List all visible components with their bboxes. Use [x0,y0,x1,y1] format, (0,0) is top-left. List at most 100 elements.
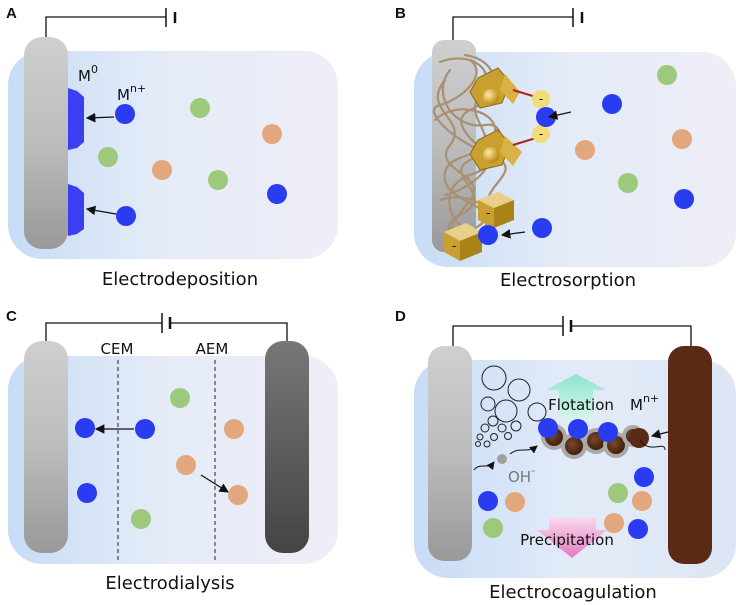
binding-bond [512,137,537,146]
metal-ion-blue [628,519,648,539]
panel-c-wire-right [170,322,288,343]
panel-c-cathode [24,341,68,553]
panel-c-cell [8,356,338,564]
ion-green [208,170,228,190]
panel-c-caption: Electrodialysis [105,573,234,594]
precipitation-label: Precipitation [520,531,614,549]
migration-arrow [85,112,115,123]
metal-ion-blue [538,418,558,438]
ion-orange [604,513,624,533]
metal-ion-blue [116,206,136,226]
squiggle-arrow [509,445,538,455]
panel-d-wire-right [571,325,692,346]
metal-ion-blue [75,418,95,438]
adsorbent-block [469,67,511,109]
migration-arrow [547,110,572,120]
adsorbent-cube: - [478,192,514,228]
metal-label: M0 [78,63,98,85]
panel-d-cathode [428,346,472,561]
adsorbed-ion-blue [478,225,498,245]
metal-ion-blue [568,419,588,439]
panel-a: A M0 Mn+ Electrodeposition [6,5,338,290]
panel-b-wire [452,16,573,40]
metal-ion-blue [267,184,287,204]
panel-c: C CEM AEM Electrodialysis [6,308,338,594]
migration-arrow [500,229,526,239]
panel-b: B - - [395,5,736,291]
panel-c-letter: C [6,308,17,325]
migration-arrow [200,474,230,493]
ion-green [170,388,190,408]
ion-label: Mn+ [117,82,146,104]
panel-d-sacrificial-anode [668,346,712,564]
metal-ion-blue [135,419,155,439]
adsorbent-block [500,136,522,166]
ion-green [190,98,210,118]
ion-green [98,147,118,167]
panel-a-caption: Electrodeposition [102,269,258,290]
squiggle-arrow [473,461,495,471]
ion-orange [672,129,692,149]
precipitation-arrow [537,518,607,558]
panel-b-letter: B [395,5,406,22]
charged-site [532,90,550,108]
ion-label: Mn+ [630,392,659,414]
panel-a-wire [45,16,166,40]
migration-arrow [85,205,117,216]
adsorbed-ion-blue [536,107,556,127]
metal-ion-blue [77,483,97,503]
adsorbent-site [483,89,499,105]
panel-a-letter: A [6,5,17,22]
ion-orange [224,419,244,439]
ion-orange [176,455,196,475]
panel-d: D Flotation [395,308,736,603]
hydroxide-ion [497,454,507,464]
adsorbent-block [500,74,520,104]
ion-orange [152,160,172,180]
metal-ion-blue [674,189,694,209]
cem-label: CEM [101,340,134,358]
panel-c-wire-left [45,322,162,343]
ion-orange [262,124,282,144]
dissolved-metal-ion [629,428,649,448]
ion-green [618,173,638,193]
panel-c-anode [265,341,309,553]
svg-text:-: - [486,206,490,220]
ion-green [131,509,151,529]
ion-green [657,65,677,85]
adsorbent-site [483,147,499,163]
ion-green [608,483,628,503]
panel-d-letter: D [395,308,406,325]
svg-text:-: - [452,239,456,253]
ion-orange [228,485,248,505]
flotation-arrow [546,374,606,420]
ion-orange [505,492,525,512]
metal-ion-blue [532,218,552,238]
aem-label: AEM [196,340,229,358]
charged-site-label: - [539,127,543,141]
gas-bubbles [475,365,547,448]
adsorbent-cube: - [444,223,482,261]
panel-b-caption: Electrosorption [500,270,636,291]
release-arrow [650,429,669,439]
ion-green [483,518,503,538]
panel-d-wire-left [452,325,563,346]
flotation-label: Flotation [548,396,614,414]
binding-bond [512,89,537,98]
metal-ion-blue [598,422,618,442]
ion-orange [575,140,595,160]
squiggle-arrow [639,439,666,451]
hydroxide-label: OH- [508,464,535,486]
panel-d-caption: Electrocoagulation [489,582,657,603]
charged-site [532,125,550,143]
metal-ion-blue [115,104,135,124]
metal-ion-blue [634,467,654,487]
ion-orange [632,491,652,511]
metal-deposit [68,184,84,236]
metal-deposit [68,88,84,150]
panel-a-cathode [24,37,68,249]
metal-ion-blue [602,94,622,114]
metal-ion-blue [478,491,498,511]
charged-site-label: - [539,92,543,106]
